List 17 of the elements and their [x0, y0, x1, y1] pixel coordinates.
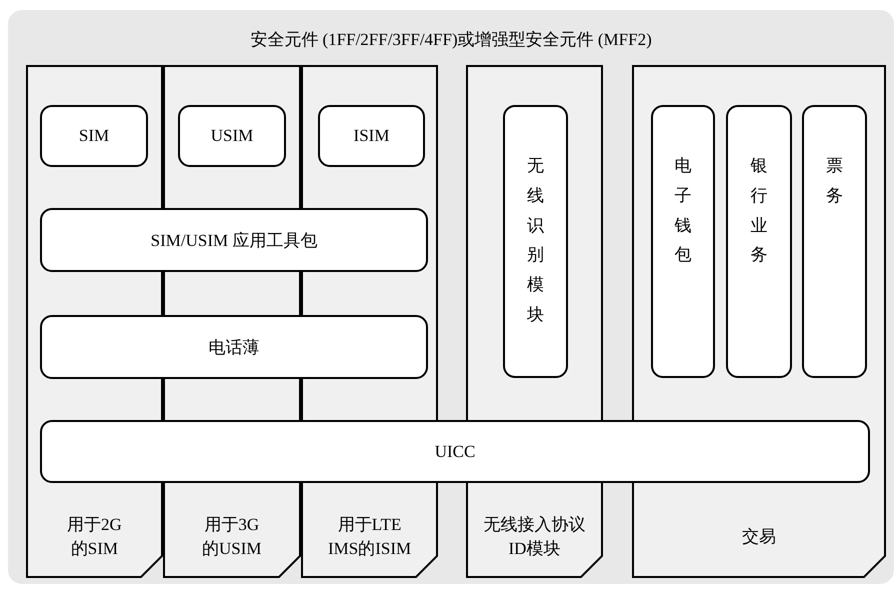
- module-box: 票务: [802, 105, 867, 378]
- panel-label: 用于3G 的USIM: [202, 514, 262, 560]
- module-box: 银行业务: [726, 105, 792, 378]
- panel-title: 安全元件 (1FF/2FF/3FF/4FF)或增强型安全元件 (MFF2): [249, 29, 653, 51]
- module-box: UICC: [40, 420, 870, 483]
- panel-label: 用于2G 的SIM: [67, 514, 122, 560]
- outer-panel: [8, 10, 894, 584]
- module-box: ISIM: [318, 105, 425, 167]
- module-box: 无线识别模块: [503, 105, 568, 378]
- panel-label: 无线接入协议 ID模块: [484, 514, 586, 560]
- module-box: USIM: [178, 105, 286, 167]
- module-box: SIM/USIM 应用工具包: [40, 208, 428, 272]
- module-box: SIM: [40, 105, 148, 167]
- module-box: 电话薄: [40, 315, 428, 379]
- panel-label: 用于LTE IMS的ISIM: [328, 514, 412, 560]
- module-box: 电子钱包: [651, 105, 715, 378]
- panel-label: 交易: [742, 526, 776, 548]
